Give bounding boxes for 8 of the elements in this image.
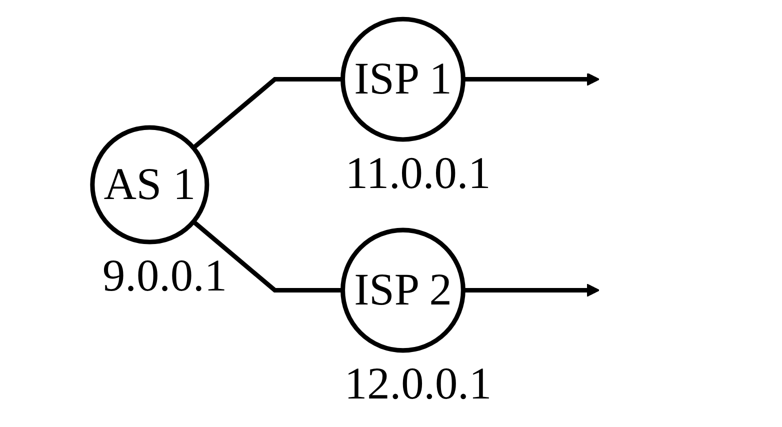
node-circle: ISP 1 — [340, 16, 466, 142]
address-label: 9.0.0.1 — [102, 250, 227, 300]
address-label: 11.0.0.1 — [345, 147, 491, 198]
node-circle: AS 1 — [90, 124, 210, 244]
address-label: 12.0.0.1 — [344, 358, 492, 408]
node-circle: ISP 2 — [340, 227, 466, 352]
arrow — [463, 283, 600, 296]
arrow — [463, 72, 600, 86]
